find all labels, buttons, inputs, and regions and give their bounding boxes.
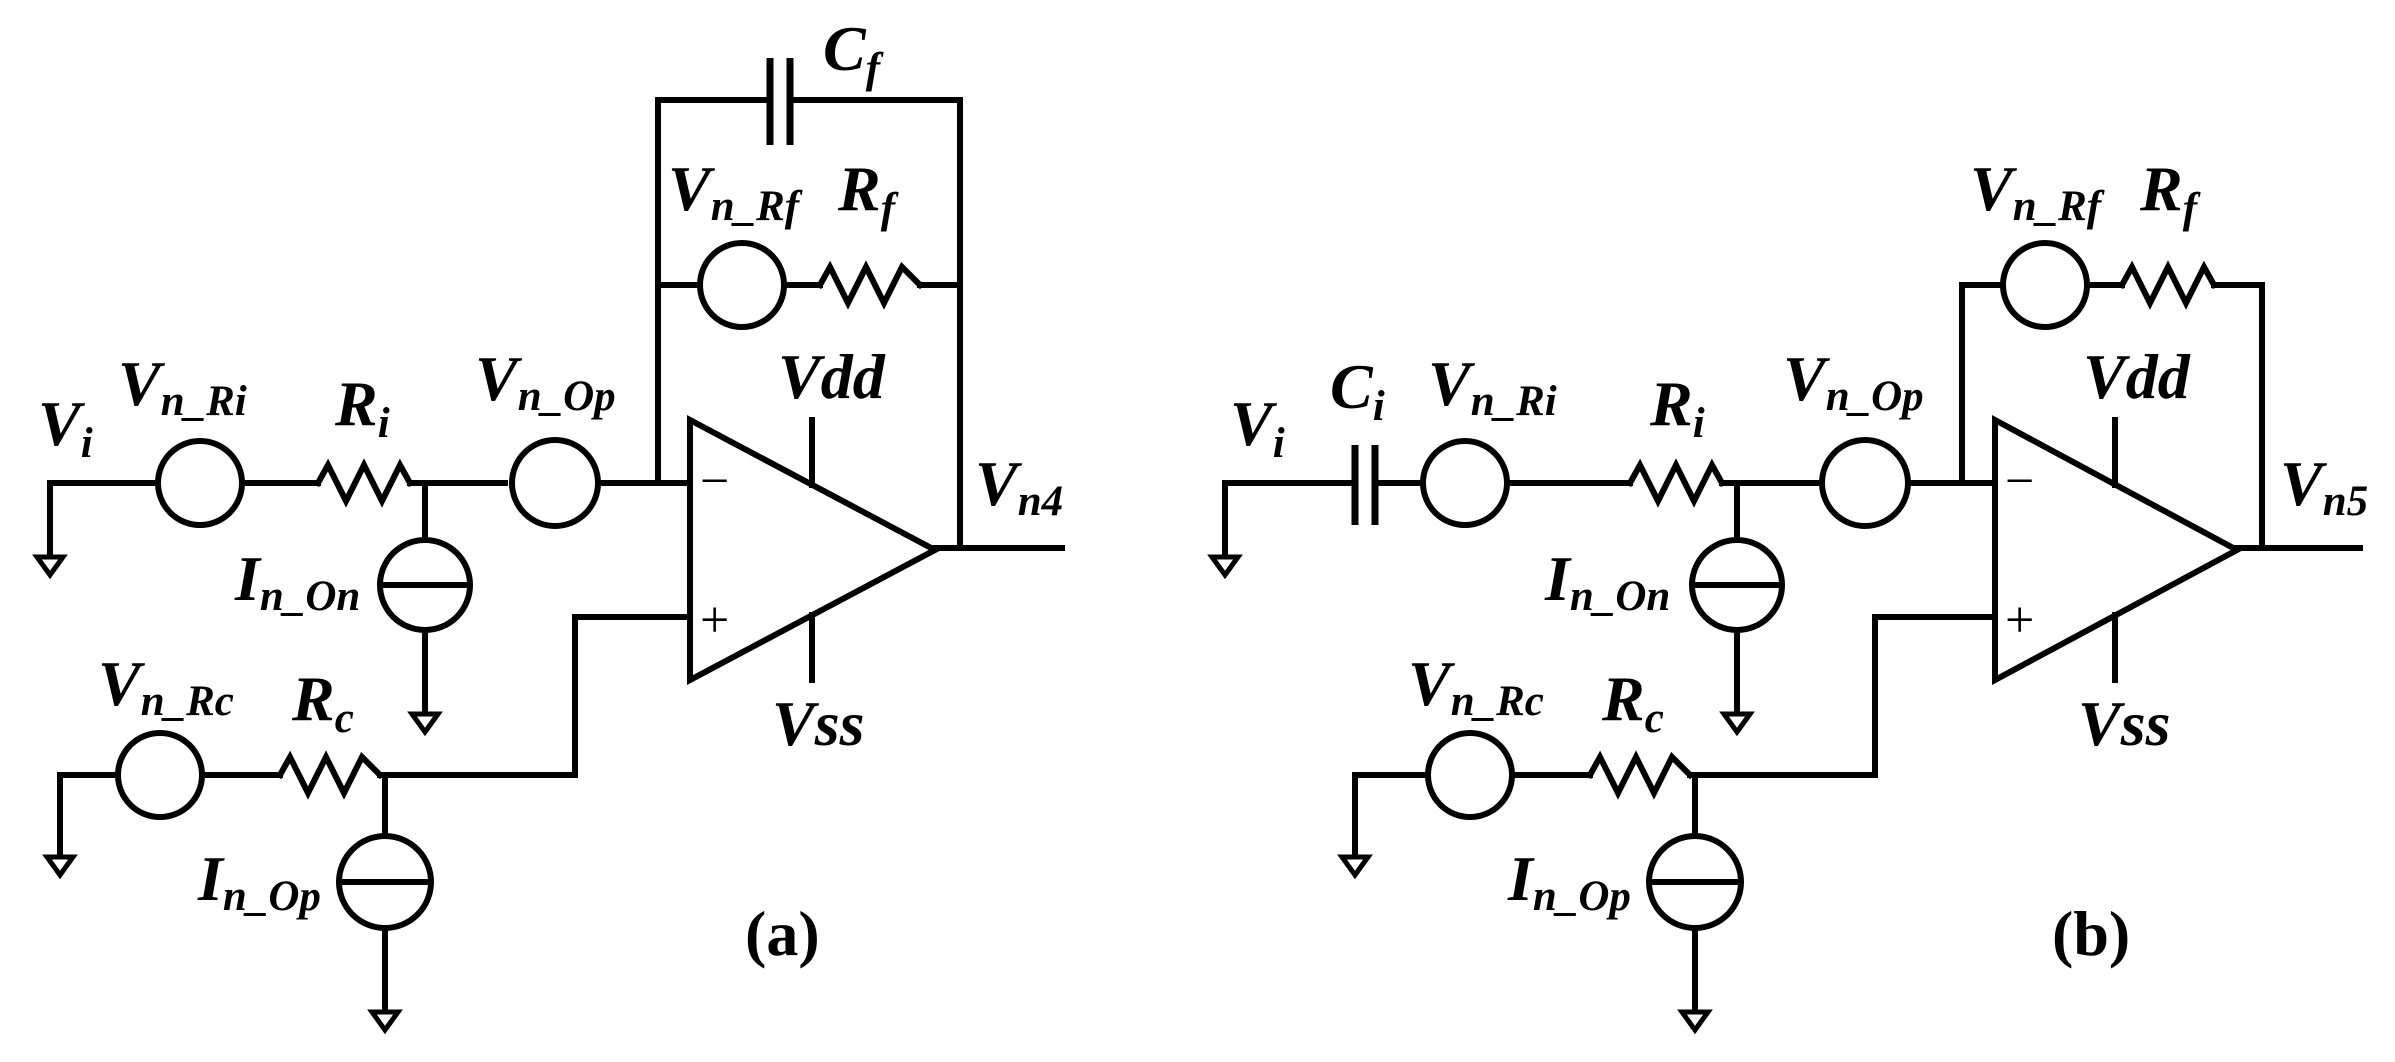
noise-current-source-in-on-b: [1689, 537, 1785, 633]
noise-voltage-source-op-b: [1819, 437, 1911, 529]
label-cf-a: Cf: [823, 13, 884, 92]
ground-in-on-b: [1719, 711, 1755, 737]
resistor-rc-a: [275, 750, 385, 800]
label-vn4: Vn4: [975, 448, 1063, 525]
label-vdd-a: Vdd: [778, 341, 886, 412]
label-vdd-b: Vdd: [2083, 341, 2191, 412]
label-vn-rf-b: Vn_Rf: [1970, 153, 2105, 230]
wire-feedback-left-b: [1959, 282, 2005, 486]
noise-voltage-source-ri-b: [1420, 438, 1510, 528]
ground-in-on-a: [407, 711, 443, 737]
circuit-b: Vi Ci Vn_Ri Ri Vn_Op In_On Vn_Rf Rf Vdd …: [1207, 153, 2368, 1035]
noise-voltage-source-op-a: [509, 437, 601, 529]
label-vi-b: Vi: [1230, 388, 1285, 467]
wire-rc-ground-b: [1352, 772, 1431, 858]
input-ground-b: [1207, 480, 1273, 580]
minus-sign-b: −: [2005, 453, 2034, 510]
wire-to-plus-a: [377, 614, 693, 778]
ground-in-op-a: [367, 1009, 403, 1035]
plus-sign-b: +: [2005, 592, 2034, 649]
label-vn-ri-b: Vn_Ri: [1428, 348, 1557, 425]
label-vn-op-b: Vn_Op: [1783, 343, 1924, 420]
plus-sign-a: +: [700, 592, 729, 649]
resistor-rf-b: [2117, 260, 2219, 310]
resistor-ri-a: [313, 458, 415, 508]
minus-sign-a: −: [700, 453, 729, 510]
label-rf-b: Rf: [2139, 153, 2201, 232]
label-vss-b: Vss: [2078, 688, 2171, 759]
label-ci-b: Ci: [1330, 351, 1385, 430]
label-in-on-b: In_On: [1544, 543, 1670, 620]
label-vss-a: Vss: [772, 688, 865, 759]
wire-feedback-right-a: [787, 97, 963, 548]
label-ri-a: Ri: [334, 368, 390, 447]
resistor-rf-a: [815, 260, 925, 310]
ground-rc-b: [1337, 854, 1373, 880]
circuit-a: Vi Vn_Ri Ri Vn_Op In_On Cf Vn_Rf Rf Vdd …: [32, 13, 1065, 1035]
caption-b: (b): [2052, 898, 2130, 969]
noise-voltage-source-rf-a: [697, 240, 787, 330]
noise-voltage-source-rc-a: [115, 730, 205, 820]
noise-voltage-source-ri-a: [155, 438, 245, 528]
label-rc-a: Rc: [291, 663, 354, 742]
label-vn-rf-a: Vn_Rf: [668, 153, 803, 230]
ground-rc-a: [42, 854, 78, 880]
wire-rc-ground-a: [57, 772, 121, 858]
ground-in-op-b: [1677, 1009, 1713, 1035]
label-vn5: Vn5: [2280, 448, 2368, 525]
label-in-on-a: In_On: [234, 543, 360, 620]
caption-a: (a): [745, 898, 820, 969]
wire-to-plus-b: [1687, 614, 1998, 778]
noise-current-source-in-op-a: [336, 833, 434, 931]
label-in-op-a: In_Op: [197, 843, 321, 920]
wire-feedback-right-b: [2211, 282, 2265, 548]
noise-current-source-in-op-b: [1646, 833, 1744, 931]
label-vn-op-a: Vn_Op: [475, 343, 616, 420]
resistor-rc-b: [1585, 750, 1695, 800]
label-in-op-b: In_Op: [1507, 843, 1631, 920]
resistor-ri-b: [1625, 458, 1727, 508]
label-ri-b: Ri: [1649, 368, 1705, 447]
label-rc-b: Rc: [1601, 663, 1664, 742]
noise-voltage-source-rf-b: [2000, 240, 2090, 330]
label-vi-a: Vi: [38, 388, 93, 467]
label-vn-rc-b: Vn_Rc: [1408, 648, 1544, 725]
label-vn-ri-a: Vn_Ri: [118, 348, 247, 425]
wire-feedback-left-a: [655, 97, 773, 486]
label-vn-rc-a: Vn_Rc: [98, 648, 234, 725]
noise-voltage-source-rc-b: [1425, 730, 1515, 820]
input-ground-a: [32, 480, 103, 580]
noise-current-source-in-on-a: [377, 537, 473, 633]
label-rf-a: Rf: [837, 153, 899, 232]
